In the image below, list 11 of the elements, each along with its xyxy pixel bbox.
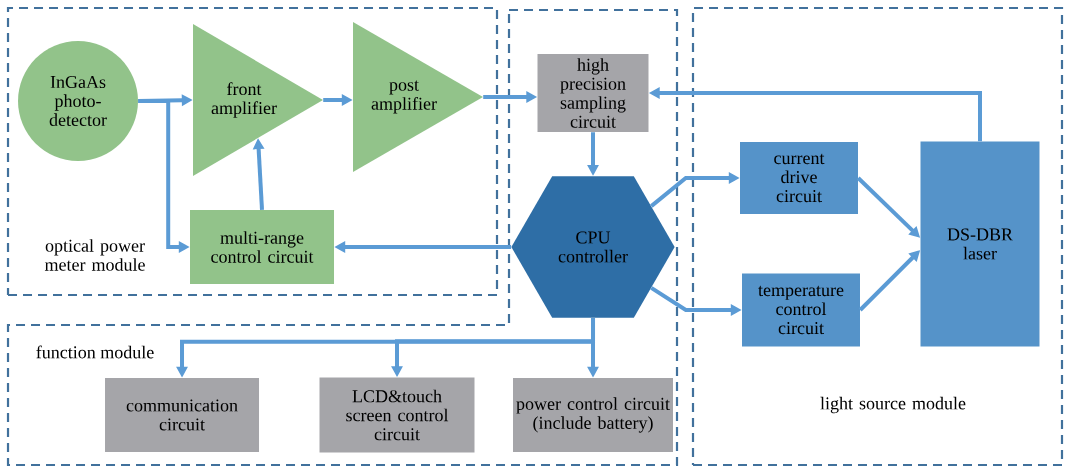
circuit-box: LCD&touch screen control circuit <box>319 377 475 453</box>
amplifier-triangle: post amplifier <box>353 22 483 172</box>
controller-hexagon: CPU controller <box>511 176 675 318</box>
circuit-box: multi-range control circuit <box>190 210 334 284</box>
circuit-box: high precision sampling circuit <box>537 54 649 132</box>
circuit-box: communication circuit <box>105 378 259 452</box>
circuit-box: power control circuit (include battery) <box>513 378 673 452</box>
circuit-box: temperature control circuit <box>742 273 860 347</box>
circuit-box: current drive circuit <box>740 142 858 214</box>
amplifier-triangle: front amplifier <box>193 24 323 176</box>
laser-box: DS-DBR laser <box>920 141 1040 347</box>
